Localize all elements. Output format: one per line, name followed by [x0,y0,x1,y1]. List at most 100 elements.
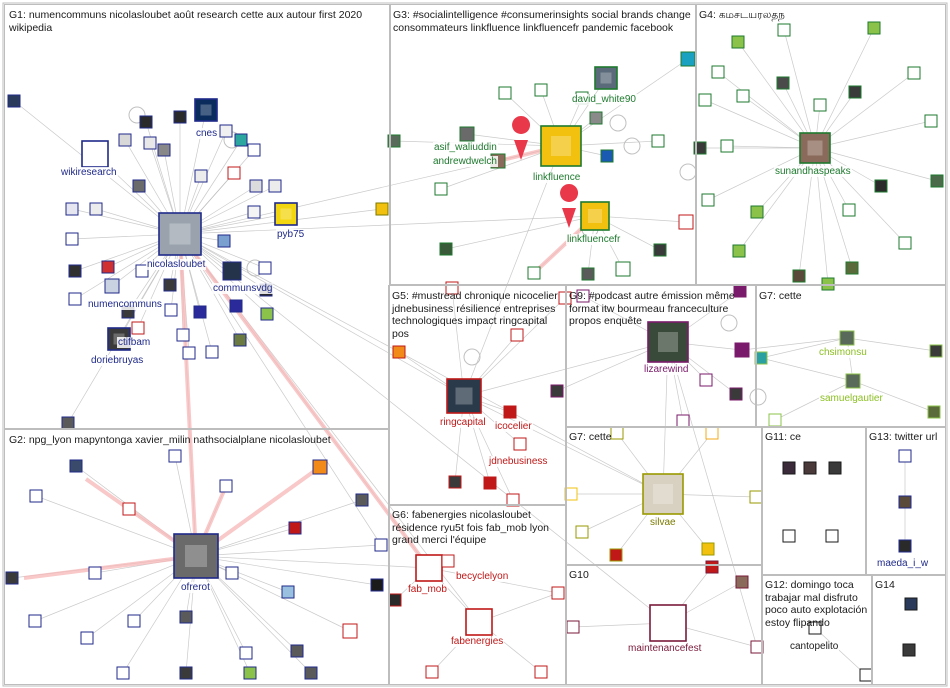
node-avatar[interactable] [750,205,764,219]
node-avatar[interactable] [701,542,715,556]
node-avatar[interactable] [609,548,623,562]
node-ofrerot[interactable] [173,533,219,579]
node-avatar[interactable] [782,461,796,475]
node-avatar[interactable] [902,643,916,657]
node-avatar[interactable] [193,305,207,319]
node-avatar[interactable] [698,93,712,107]
node-avatar[interactable] [600,149,614,163]
node-avatar[interactable] [387,134,401,148]
node-avatar[interactable] [168,449,182,463]
node-avatar[interactable] [558,291,572,305]
node-avatar[interactable] [89,202,103,216]
node-avatar[interactable] [924,114,938,128]
node-avatar[interactable] [729,387,743,401]
node-avatar[interactable] [699,373,713,387]
node-avatar[interactable] [227,166,241,180]
node-avatar[interactable] [776,76,790,90]
node-avatar[interactable] [576,289,590,303]
node-avatar[interactable] [374,538,388,552]
node-pyb75[interactable] [274,202,298,226]
node-avatar[interactable] [930,174,944,188]
node-avatar[interactable] [132,179,146,193]
node-avatar[interactable] [813,98,827,112]
node-avatar[interactable] [734,342,750,358]
node-linkfluence[interactable] [540,125,582,167]
node-avatar[interactable] [122,502,136,516]
node-avatar[interactable] [898,495,912,509]
node-avatar[interactable] [732,244,746,258]
node-avatar[interactable] [867,21,881,35]
node-avatar[interactable] [243,666,257,680]
node-avatar[interactable] [498,86,512,100]
node-avatar[interactable] [678,214,694,230]
node-avatar[interactable] [676,414,690,428]
node-avatar[interactable] [388,593,402,607]
node-avatar[interactable] [749,490,763,504]
node-avatar[interactable] [828,461,842,475]
node-avatar[interactable] [680,51,696,67]
node-avatar[interactable] [28,614,42,628]
node-avatar[interactable] [176,328,190,342]
node-avatar[interactable] [736,89,750,103]
node-lizarewind[interactable] [647,321,689,363]
node-avatar[interactable] [260,307,274,321]
node-avatar[interactable] [731,35,745,49]
node-avatar[interactable] [143,136,157,150]
node-avatar[interactable] [68,292,82,306]
node-avatar[interactable] [551,586,565,600]
node-avatar[interactable] [927,405,941,419]
node-avatar[interactable] [503,405,517,419]
node-avatar[interactable] [874,179,888,193]
node-avatar[interactable] [205,345,219,359]
node-avatar[interactable] [219,124,233,138]
node-avatar[interactable] [610,426,624,440]
node-david-white90[interactable] [594,66,618,90]
node-avatar[interactable] [121,305,135,319]
node-avatar[interactable] [483,476,497,490]
node-avatar[interactable] [179,610,193,624]
node-avatar[interactable] [61,416,75,430]
node-maintenancefest[interactable] [649,604,687,642]
node-avatar[interactable] [259,283,273,297]
node-avatar[interactable] [375,202,389,216]
node-avatar[interactable] [101,260,115,274]
node-wikiresearch[interactable] [81,140,109,168]
node-avatar[interactable] [693,141,707,155]
node-avatar[interactable] [842,203,856,217]
node-avatar[interactable] [441,554,455,568]
node-avatar[interactable] [163,278,177,292]
node-avatar[interactable] [750,640,764,654]
node-avatar[interactable] [182,346,196,360]
node-avatar[interactable] [534,665,548,679]
node-avatar[interactable] [845,261,859,275]
node-avatar[interactable] [249,179,263,193]
node-avatar[interactable] [527,266,541,280]
node-avatar[interactable] [711,65,725,79]
node-avatar[interactable] [705,426,719,440]
node-avatar[interactable] [179,666,193,680]
node-avatar[interactable] [157,143,171,157]
node-avatar[interactable] [135,264,149,278]
node-avatar[interactable] [735,575,749,589]
node-avatar[interactable] [88,566,102,580]
node-avatar[interactable] [118,133,132,147]
node-avatar[interactable] [290,644,304,658]
node-avatar[interactable] [768,413,782,427]
node-avatar[interactable] [234,133,248,147]
node-avatar[interactable] [513,437,527,451]
node-numencommuns[interactable] [104,278,120,294]
node-avatar[interactable] [534,83,548,97]
node-avatar[interactable] [904,597,918,611]
node-avatar[interactable] [65,232,79,246]
node-avatar[interactable] [312,459,328,475]
node-avatar[interactable] [898,539,912,553]
node-avatar[interactable] [173,110,187,124]
node-avatar[interactable] [898,449,912,463]
node-avatar[interactable] [268,179,282,193]
node-avatar[interactable] [777,23,791,37]
node-avatar[interactable] [550,384,564,398]
node-linkfluencefr[interactable] [580,201,610,231]
node-avatar[interactable] [69,459,83,473]
node-avatar[interactable] [288,521,302,535]
node-avatar[interactable] [490,153,506,169]
